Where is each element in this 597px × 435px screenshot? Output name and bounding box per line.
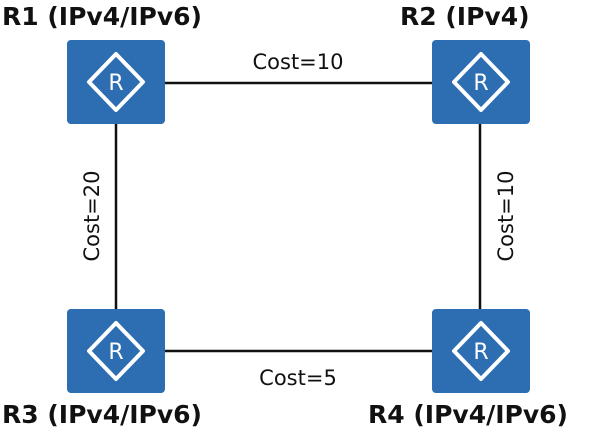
router-symbol: R (473, 340, 488, 365)
router-icon (67, 40, 165, 124)
router-label-r2: R2 (IPv4) (400, 2, 530, 31)
cost-label-r1-r3: Cost=20 (80, 170, 104, 262)
router-icon (432, 40, 530, 124)
router-label-r1: R1 (IPv4/IPv6) (2, 2, 202, 31)
router-icon (432, 309, 530, 393)
router-diamond (452, 321, 510, 381)
router-symbol: R (473, 71, 488, 96)
router-symbol: R (108, 71, 123, 96)
cost-label-r2-r4: Cost=10 (494, 170, 518, 262)
router-diamond (87, 52, 145, 112)
router-diamond (452, 52, 510, 112)
router-r4: R (432, 309, 530, 393)
cost-label-r1-r2: Cost=10 (252, 50, 344, 74)
router-label-r3: R3 (IPv4/IPv6) (2, 400, 202, 429)
router-r3: R (67, 309, 165, 393)
cost-label-r3-r4: Cost=5 (259, 366, 337, 390)
router-diamond (87, 321, 145, 381)
router-r2: R (432, 40, 530, 124)
router-icon (67, 309, 165, 393)
router-label-r4: R4 (IPv4/IPv6) (368, 400, 568, 429)
router-symbol: R (108, 340, 123, 365)
router-r1: R (67, 40, 165, 124)
